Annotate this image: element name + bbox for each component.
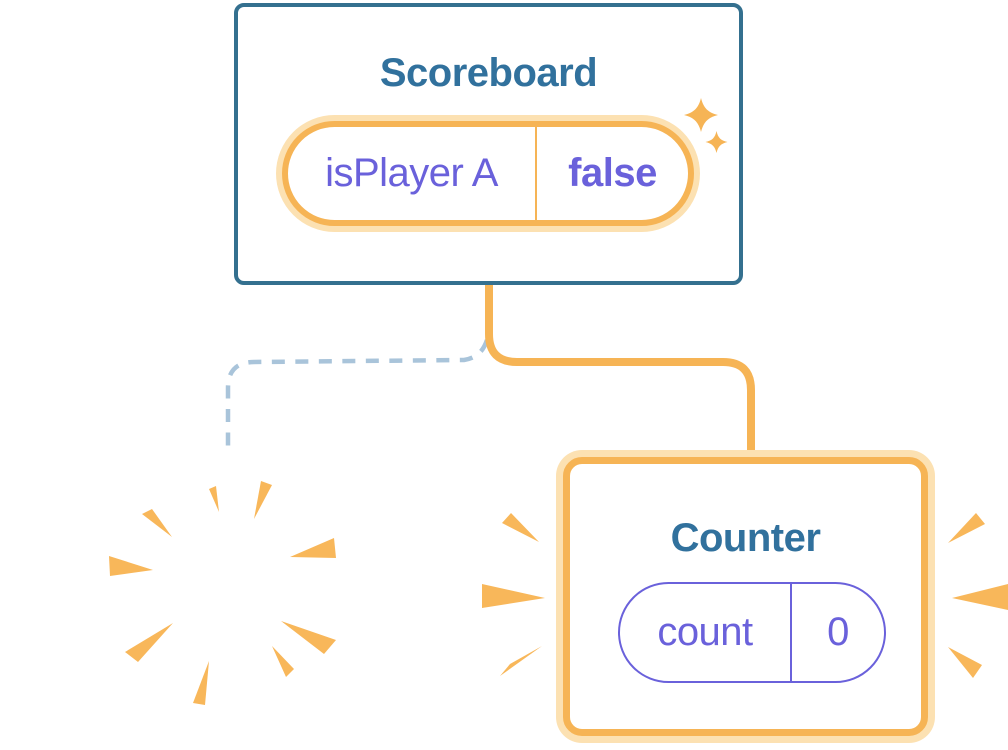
counter-title: Counter [670, 516, 821, 560]
pill-divider [790, 584, 792, 681]
state-value-label: 0 [827, 610, 849, 654]
scoreboard-state-pill-glow: isPlayer A false [276, 115, 700, 232]
state-value-label: false [568, 151, 657, 195]
state-name-label: count [657, 610, 753, 654]
edge-scoreboard-counter-line [485, 281, 755, 456]
destroyed-component-card [88, 458, 363, 722]
state-name-label: isPlayer A [325, 151, 498, 195]
counter-component-card: Counter count 0 [556, 450, 935, 743]
scoreboard-state-pill: isPlayer A false [282, 121, 694, 226]
counter-state-pill: count 0 [618, 582, 886, 683]
pill-divider [535, 127, 537, 220]
edge-scoreboard-destroyed-dashed-line [225, 339, 490, 456]
counter-card-inner: Counter count 0 [563, 457, 928, 736]
scoreboard-component-card: Scoreboard isPlayer A false [234, 3, 743, 285]
scoreboard-title: Scoreboard [379, 51, 598, 95]
